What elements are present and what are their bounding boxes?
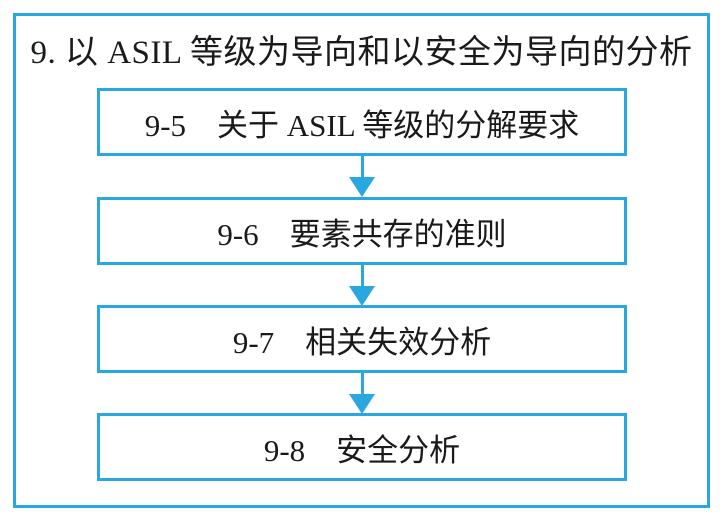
diagram-outer-frame xyxy=(13,13,710,508)
arrow-stem xyxy=(360,265,364,286)
arrow-head xyxy=(349,286,375,306)
flow-node-9-6: 9-6 要素共存的准则 xyxy=(97,197,627,265)
flow-node-label: 9-8 安全分析 xyxy=(263,432,461,468)
down-arrow-icon xyxy=(349,156,375,197)
down-arrow-icon xyxy=(349,265,375,306)
arrow-head xyxy=(349,394,375,414)
flow-node-label: 9-7 相关失效分析 xyxy=(232,324,492,360)
down-arrow-icon xyxy=(349,373,375,414)
flow-node-9-5: 9-5 关于 ASIL 等级的分解要求 xyxy=(97,88,627,156)
flow-node-9-7: 9-7 相关失效分析 xyxy=(97,305,627,373)
flow-node-label: 9-6 要素共存的准则 xyxy=(217,216,507,252)
diagram-title: 9. 以 ASIL 等级为导向和以安全为导向的分析 xyxy=(30,35,693,71)
arrow-stem xyxy=(360,373,364,394)
flow-node-9-8: 9-8 安全分析 xyxy=(97,413,627,481)
arrow-head xyxy=(349,177,375,197)
arrow-stem xyxy=(360,156,364,177)
flow-node-label: 9-5 关于 ASIL 等级的分解要求 xyxy=(144,107,580,143)
